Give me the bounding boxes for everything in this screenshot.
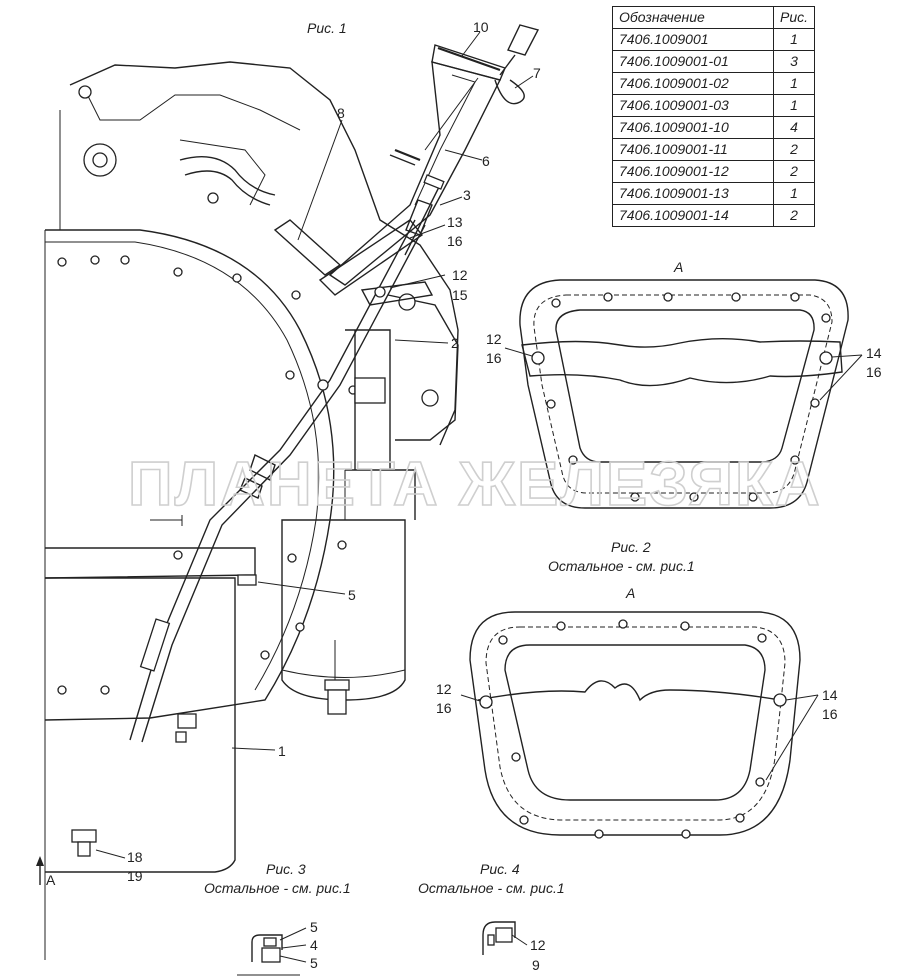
callout-12: 12 [452, 267, 468, 283]
callout-2: 2 [451, 335, 459, 351]
callout-18: 18 [127, 849, 143, 865]
breather-hose [179, 156, 276, 196]
designation-cell: 7406.1009001-14 [612, 204, 774, 227]
figure-cell: 4 [772, 116, 816, 139]
callout-13: 13 [447, 214, 463, 230]
fig3-detail [237, 927, 307, 976]
crankcase-lower-edge [44, 547, 256, 579]
figure-cell: 2 [772, 204, 816, 227]
filler-cap [431, 44, 506, 81]
watermark: ПЛАНЕТА ЖЕЛЕЗЯКА [128, 450, 822, 519]
oil-filler-tube [328, 44, 506, 286]
housing-bolts [57, 255, 358, 695]
designation-cell: 7406.1009001-01 [612, 50, 774, 73]
fig2-view-label: A [673, 259, 683, 275]
figure-cell: 1 [772, 182, 816, 205]
fig2-bolts [531, 292, 833, 502]
fig1-engine-assembly [36, 24, 540, 960]
fig2-strap [521, 338, 843, 387]
oil-filter [281, 469, 416, 715]
fig2-pan-view [504, 279, 863, 509]
drain-plug [71, 829, 97, 843]
fig4-note: Остальное - см. рис.1 [418, 880, 565, 896]
fig2-note: Остальное - см. рис.1 [548, 558, 695, 574]
fig4-detail [482, 921, 528, 955]
designation-cell: 7406.1009001-10 [612, 116, 774, 139]
fig4-wire [477, 680, 781, 702]
designation-cell: 7406.1009001-02 [612, 72, 774, 95]
fig2-pan-outline [519, 279, 849, 509]
engine-block-outline [69, 61, 459, 446]
figure-cell: 1 [772, 28, 816, 51]
callout-15: 15 [452, 287, 468, 303]
fig3-caption: Рис. 3 [266, 861, 306, 877]
figure-cell: 2 [772, 160, 816, 183]
fig3-callout-5b: 5 [310, 955, 318, 971]
fig4-caption: Рис. 4 [480, 861, 520, 877]
callout-16: 16 [447, 233, 463, 249]
callout-7: 7 [533, 65, 541, 81]
view-arrow-a [36, 856, 44, 885]
fig1-leaders [95, 31, 534, 859]
fig4-detail-callout-9: 9 [532, 957, 540, 973]
fig4-view-label: A [625, 585, 635, 601]
figure-cell: 1 [772, 94, 816, 117]
table-header-row: Обозначение Рис. [612, 6, 816, 29]
fig2-texts: A 12 16 14 16 Рис. 2 Остальное - см. рис… [486, 259, 882, 574]
fig3-texts: Рис. 3 Остальное - см. рис.1 5 4 5 [204, 861, 351, 971]
fig4-callout-14: 14 [822, 687, 838, 703]
fig3-callout-4: 4 [310, 937, 318, 953]
callout-6: 6 [482, 153, 490, 169]
designation-cell: 7406.1009001-13 [612, 182, 774, 205]
dipstick-7 [424, 24, 540, 151]
designation-cell: 7406.1009001-11 [612, 138, 774, 161]
fig3-note: Остальное - см. рис.1 [204, 880, 351, 896]
fig4-callout-16: 16 [436, 700, 452, 716]
fig1-callouts: Рис. 1 10 7 8 6 3 13 16 12 15 2 5 1 18 1… [46, 19, 541, 888]
designation-cell: 7406.1009001 [612, 28, 774, 51]
fig2-callout-16b: 16 [866, 364, 882, 380]
callout-1: 1 [278, 743, 286, 759]
callout-5: 5 [348, 587, 356, 603]
callout-3: 3 [463, 187, 471, 203]
fig4-texts: A 12 16 14 16 Рис. 4 Остальное - см. рис… [418, 585, 838, 973]
figure-cell: 1 [772, 72, 816, 95]
fig2-callout-14: 14 [866, 345, 882, 361]
designation-cell: 7406.1009001-12 [612, 160, 774, 183]
fig4-callout-12: 12 [436, 681, 452, 697]
fig4-callout-16b: 16 [822, 706, 838, 722]
figure-cell: 2 [772, 138, 816, 161]
fig4-pan-view [460, 611, 819, 839]
oil-sump [45, 577, 236, 873]
callout-19: 19 [127, 868, 143, 884]
header-figure: Рис. [772, 6, 816, 29]
callout-8: 8 [337, 105, 345, 121]
fig2-callout-12: 12 [486, 331, 502, 347]
fig2-caption: Рис. 2 [611, 539, 651, 555]
fig2-callout-16: 16 [486, 350, 502, 366]
figure-cell: 3 [772, 50, 816, 73]
fig4-detail-callout-12: 12 [530, 937, 546, 953]
fig1-caption: Рис. 1 [307, 20, 347, 36]
designation-cell: 7406.1009001-03 [612, 94, 774, 117]
callout-10: 10 [473, 19, 489, 35]
header-designation: Обозначение [612, 6, 774, 29]
fig3-callout-5a: 5 [310, 919, 318, 935]
fig4-pan-outline [469, 611, 801, 836]
fig4-bolts [479, 619, 787, 839]
view-arrow-label: A [46, 872, 56, 888]
bracket-8 [273, 219, 342, 276]
